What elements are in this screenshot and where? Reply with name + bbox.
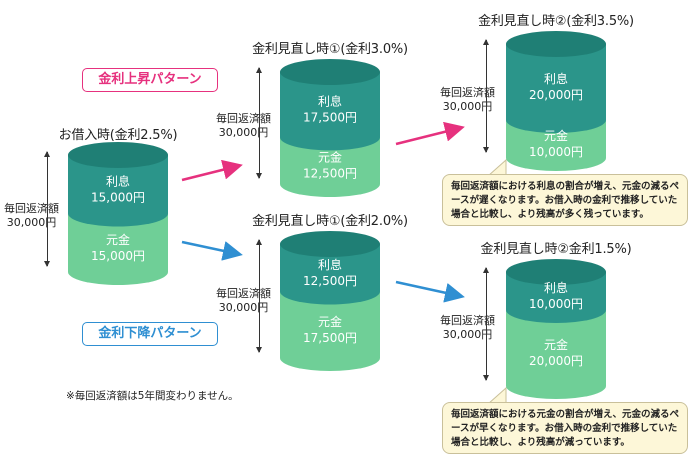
payment-height-arrow-down2 <box>483 267 489 381</box>
cylinder-top <box>506 259 606 285</box>
payment-label-text: 毎回返済額 <box>216 287 271 300</box>
principal-label: 元金 <box>318 314 342 329</box>
principal-segment <box>280 137 380 197</box>
rate-up-badge: 金利上昇パターン <box>82 68 218 92</box>
interest-amount: 10,000円 <box>529 297 583 311</box>
payment-label-up2: 毎回返済額 30,000円 <box>440 86 495 114</box>
principal-segment <box>506 310 606 399</box>
rate-down-arrow-2 <box>395 280 465 303</box>
footnote: ※毎回返済額は5年間変わりません。 <box>66 390 239 402</box>
down2-title: 金利見直し時②金利1.5%) <box>480 242 632 257</box>
interest-label: 利息 <box>544 71 568 86</box>
up2-title: 金利見直し時②(金利3.5%) <box>478 14 634 29</box>
cylinder-top <box>68 142 168 168</box>
principal-amount: 17,500円 <box>303 331 357 345</box>
cylinder-top <box>280 231 380 257</box>
interest-label: 利息 <box>318 257 342 272</box>
principal-segment <box>506 120 606 171</box>
payment-amount-text: 30,000円 <box>218 301 269 314</box>
rate-down-badge: 金利下降パターン <box>82 322 218 346</box>
principal-segment <box>68 213 168 285</box>
principal-label: 元金 <box>106 232 130 247</box>
interest-segment <box>280 244 380 305</box>
payment-height-arrow-up2 <box>483 39 489 153</box>
payment-height-arrow-initial <box>44 151 50 267</box>
callout-rate-up: 毎回返済額における利息の割合が増え、元金の減るペースが遅くなります。お借入時の金… <box>442 174 688 226</box>
rate-up-arrow-1 <box>181 159 243 182</box>
payment-label-text: 毎回返済額 <box>4 202 59 215</box>
interest-amount: 15,000円 <box>91 190 145 204</box>
payment-amount-text: 30,000円 <box>442 100 493 113</box>
payment-label-initial: 毎回返済額 30,000円 <box>4 202 59 230</box>
rate-up-arrow-2 <box>395 121 465 146</box>
payment-label-down1: 毎回返済額 30,000円 <box>216 287 271 315</box>
payment-amount-text: 30,000円 <box>6 216 57 229</box>
payment-label-down2: 毎回返済額 30,000円 <box>440 314 495 342</box>
interest-label: 利息 <box>106 173 130 188</box>
callout-rate-down: 毎回返済額における元金の割合が増え、元金の減るペースが早くなります。お借入時の金… <box>442 402 688 454</box>
interest-amount: 17,500円 <box>303 111 357 125</box>
interest-segment <box>280 72 380 151</box>
interest-segment <box>68 155 168 227</box>
up1-title: 金利見直し時①(金利3.0%) <box>252 42 408 57</box>
principal-amount: 15,000円 <box>91 249 145 263</box>
interest-label: 利息 <box>318 94 342 109</box>
principal-amount: 20,000円 <box>529 354 583 368</box>
payment-label-text: 毎回返済額 <box>440 86 495 99</box>
principal-amount: 10,000円 <box>529 145 583 159</box>
payment-amount-text: 30,000円 <box>218 126 269 139</box>
payment-label-text: 毎回返済額 <box>216 112 271 125</box>
initial-title: お借入時(金利2.5%) <box>58 128 178 143</box>
interest-amount: 20,000円 <box>529 88 583 102</box>
interest-label: 利息 <box>544 280 568 295</box>
payment-label-up1: 毎回返済額 30,000円 <box>216 112 271 140</box>
down1-title: 金利見直し時①(金利2.0%) <box>252 214 408 229</box>
principal-label: 元金 <box>544 128 568 143</box>
interest-segment <box>506 272 606 323</box>
principal-label: 元金 <box>318 150 342 165</box>
interest-segment <box>506 44 606 133</box>
cylinder-top <box>280 59 380 85</box>
principal-segment <box>280 291 380 371</box>
principal-label: 元金 <box>544 337 568 352</box>
payment-height-arrow-down1 <box>256 239 262 353</box>
payment-height-arrow-up1 <box>256 67 262 179</box>
rate-down-arrow-1 <box>181 240 243 261</box>
interest-amount: 12,500円 <box>303 274 357 288</box>
principal-amount: 12,500円 <box>303 167 357 181</box>
payment-label-text: 毎回返済額 <box>440 314 495 327</box>
payment-amount-text: 30,000円 <box>442 328 493 341</box>
cylinder-top <box>506 31 606 57</box>
